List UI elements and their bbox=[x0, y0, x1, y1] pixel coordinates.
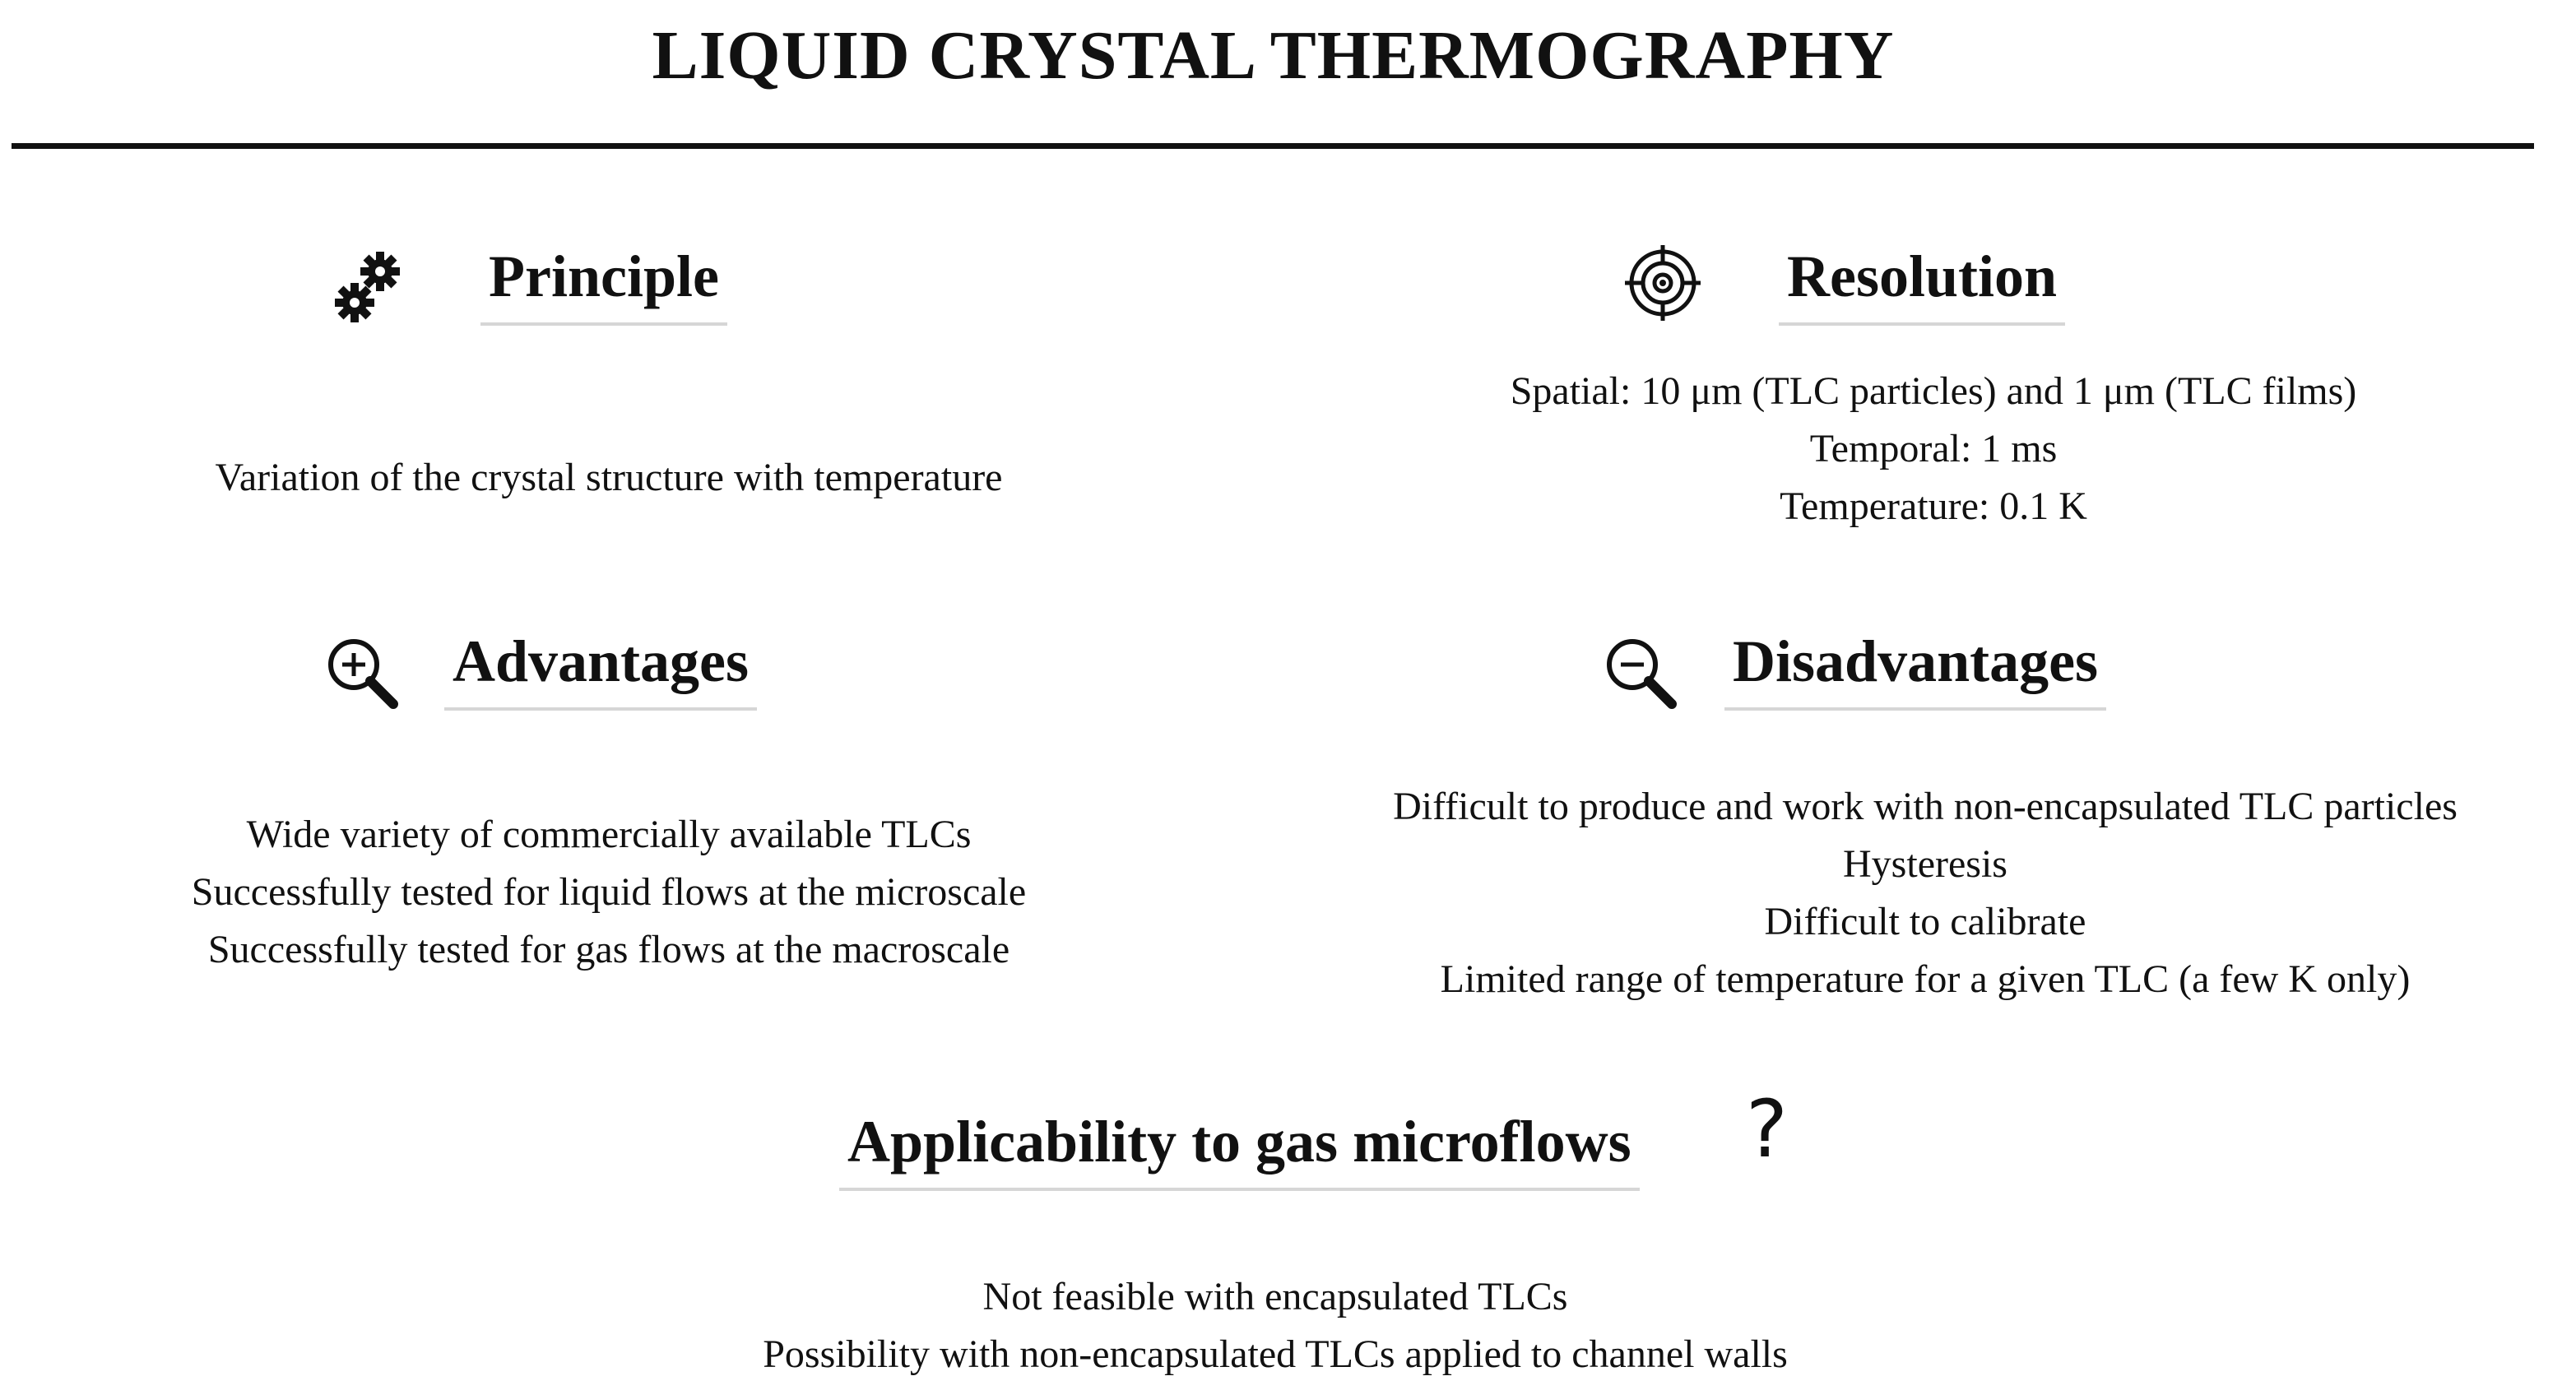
resolution-description: Spatial: 10 μm (TLC particles) and 1 μm … bbox=[1358, 363, 2509, 535]
advantages-heading: Advantages bbox=[444, 620, 758, 711]
resolution-line: Spatial: 10 μm (TLC particles) and 1 μm … bbox=[1510, 369, 2357, 413]
advantages-line: Wide variety of commercially available T… bbox=[246, 813, 972, 856]
title-divider bbox=[12, 143, 2534, 149]
advantages-description: Wide variety of commercially available T… bbox=[74, 806, 1144, 979]
target-icon bbox=[1625, 245, 1701, 321]
principle-line: Variation of the crystal structure with … bbox=[215, 456, 1003, 499]
disadvantages-line: Limited range of temperature for a given… bbox=[1440, 957, 2411, 1001]
applicability-heading: Applicability to gas microflows bbox=[839, 1100, 1640, 1191]
applicability-heading-text: Applicability to gas microflows bbox=[839, 1100, 1640, 1191]
zoom-out-icon bbox=[1601, 633, 1680, 712]
disadvantages-line: Difficult to calibrate bbox=[1764, 900, 2086, 943]
zoom-in-icon bbox=[323, 633, 401, 712]
applicability-line: Not feasible with encapsulated TLCs bbox=[982, 1275, 1568, 1318]
gears-icon bbox=[333, 245, 407, 327]
page-title: LIQUID CRYSTAL THERMOGRAPHY bbox=[652, 17, 1895, 94]
resolution-line: Temperature: 0.1 K bbox=[1780, 484, 2087, 528]
question-mark-icon: ? bbox=[1746, 1083, 1788, 1175]
disadvantages-heading-text: Disadvantages bbox=[1724, 620, 2107, 711]
disadvantages-line: Difficult to produce and work with non-e… bbox=[1393, 785, 2458, 828]
resolution-heading: Resolution bbox=[1779, 235, 2066, 326]
applicability-description: Not feasible with encapsulated TLCs Poss… bbox=[535, 1268, 2016, 1383]
principle-heading: Principle bbox=[480, 235, 727, 326]
resolution-heading-text: Resolution bbox=[1779, 235, 2066, 326]
disadvantages-description: Difficult to produce and work with non-e… bbox=[1283, 778, 2567, 1008]
advantages-line: Successfully tested for liquid flows at … bbox=[191, 870, 1027, 914]
advantages-heading-text: Advantages bbox=[444, 620, 758, 711]
resolution-line: Temporal: 1 ms bbox=[1809, 427, 2058, 470]
principle-heading-text: Principle bbox=[480, 235, 727, 326]
disadvantages-heading: Disadvantages bbox=[1724, 620, 2107, 711]
principle-description: Variation of the crystal structure with … bbox=[74, 449, 1144, 507]
advantages-line: Successfully tested for gas flows at the… bbox=[207, 928, 1010, 971]
disadvantages-line: Hysteresis bbox=[1843, 842, 2007, 886]
applicability-line: Possibility with non-encapsulated TLCs a… bbox=[763, 1332, 1788, 1376]
